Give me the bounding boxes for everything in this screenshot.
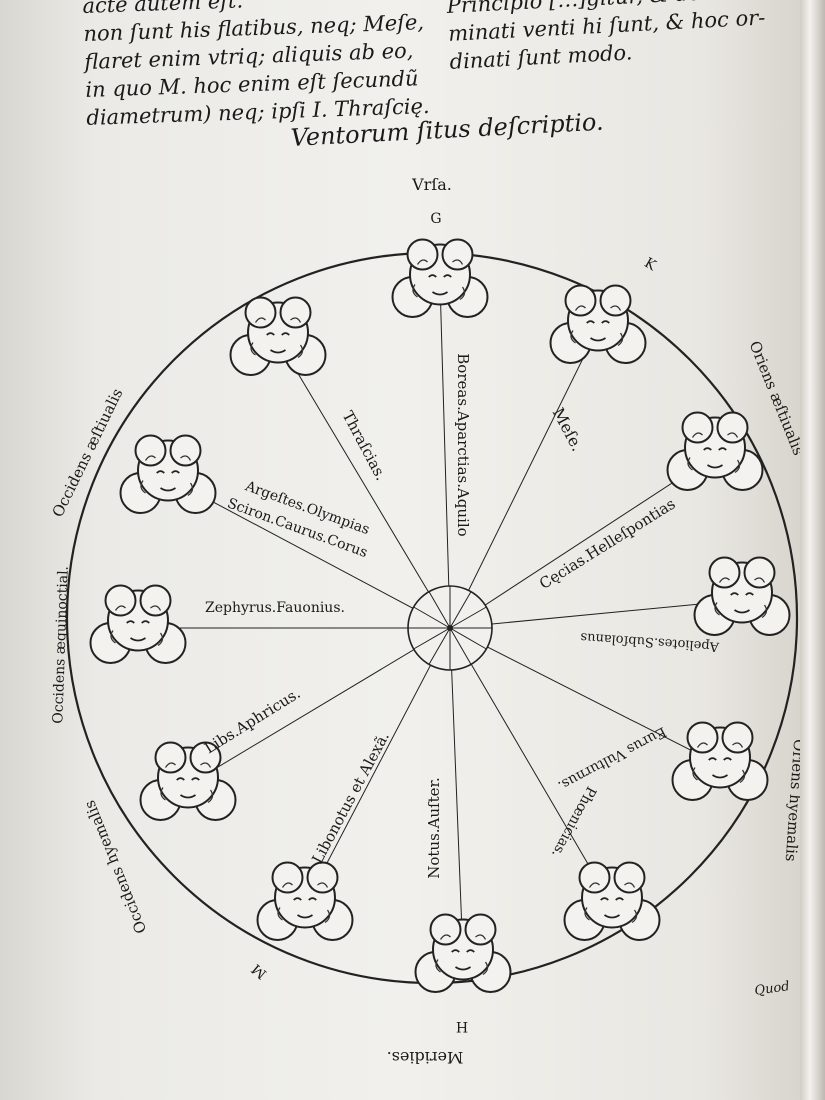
wind-ray	[449, 627, 721, 766]
wind-name-label: Cęcias.Helleſpontias	[536, 495, 678, 593]
rim-label-east-summer: Oriens æſtiualis	[746, 338, 800, 458]
point-letter-south: H	[456, 1018, 468, 1034]
wind-head-cloud	[549, 284, 647, 364]
wind-head-cloud	[119, 434, 217, 514]
page-edge	[800, 0, 825, 1100]
wind-ray	[449, 627, 613, 906]
compass-spoke	[413, 606, 451, 629]
wind-head-cloud	[391, 238, 489, 318]
wind-rose-diagram: Boreas.Aparctias.Aquilo Meſe. Cęcias.Helle…	[49, 175, 800, 1067]
wind-name-label: Zephyrus.Fauonius.	[205, 600, 345, 616]
compass-spoke	[449, 591, 472, 629]
wind-name-label: Apeliotes.Subſolanus	[580, 629, 721, 654]
wind-name-label: Phœnicias.	[548, 784, 599, 860]
rim-label-west-equinox: Occidens æquinoctial.	[50, 566, 71, 724]
wind-head-cloud	[666, 411, 764, 491]
wind-name-label: Thraſcias.	[339, 408, 391, 483]
wind-ray	[449, 627, 464, 958]
wind-ray	[449, 454, 716, 629]
compass-spoke	[449, 606, 487, 629]
wind-ray	[449, 599, 743, 629]
wind-ray	[304, 627, 451, 906]
wind-ray	[277, 339, 451, 629]
point-letter-sw: M	[249, 960, 270, 981]
rim-label-west-winter: Occidens hyemalis	[80, 798, 150, 936]
wind-head-cloud	[414, 913, 512, 993]
wind-name-label: Notus.Auſter.	[425, 777, 443, 879]
rim-label-east-winter: Oriens hyemalis	[782, 738, 800, 862]
wind-name-label: Eurus Vulturnus.	[555, 723, 669, 794]
compass-spoke	[413, 627, 451, 650]
point-letter-north: G	[430, 211, 441, 227]
corner-catchword: Quod	[754, 979, 791, 999]
point-letter-ne: K	[641, 255, 659, 274]
wind-ray	[449, 327, 599, 629]
wind-name-label: Boreas.Aparctias.Aquilo	[454, 353, 472, 536]
wind-ray	[439, 281, 451, 629]
wind-head-cloud	[229, 296, 327, 376]
wind-name-label: Libonotus et Alexã.	[308, 729, 393, 867]
wind-head-cloud	[256, 861, 354, 941]
compass-spoke	[449, 627, 487, 650]
compass-spoke	[428, 591, 451, 629]
wind-head-cloud	[89, 584, 187, 664]
wind-ray	[167, 477, 451, 629]
center-compass-rose	[407, 585, 493, 671]
compass-spoke	[449, 627, 472, 665]
rim-label-north: Vrſa.	[411, 175, 452, 194]
wind-head-cloud	[693, 556, 791, 636]
wind-ray	[187, 627, 451, 786]
book-page: acte autem eſt. non ſunt his flatibus, n…	[0, 0, 800, 1100]
wind-name-label: Meſe.	[549, 405, 588, 455]
compass-spoke	[428, 627, 451, 665]
wind-head-cloud	[671, 721, 769, 801]
wind-head-cloud	[139, 741, 237, 821]
wind-head-cloud	[563, 861, 661, 941]
rim-label-south: Meridies.	[387, 1048, 464, 1067]
